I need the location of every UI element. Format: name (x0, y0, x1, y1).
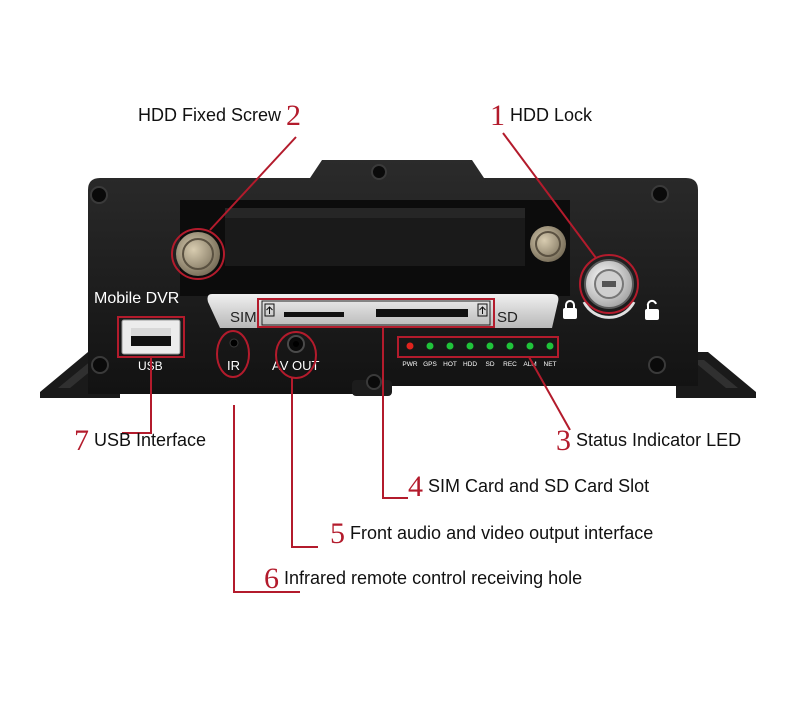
leader-3 (528, 356, 571, 431)
highlight-hdd-screw (171, 228, 225, 280)
led-label-alm: ALM (523, 361, 536, 368)
av-out-label: AV OUT (272, 358, 319, 373)
leader-2 (209, 136, 297, 231)
led-gps (426, 342, 434, 350)
callout-hdd-fixed-screw: HDD Fixed Screw 2 (138, 101, 301, 131)
hdd-fixed-screw-right (530, 226, 566, 262)
ir-hole (229, 338, 239, 348)
callout-status-led: 3 Status Indicator LED (556, 426, 741, 456)
callout-7-number: 7 (74, 424, 89, 457)
callout-usb-interface: 7 USB Interface (74, 426, 206, 456)
leader-lines (122, 132, 597, 593)
callout-6-number: 6 (264, 562, 279, 595)
hdd-fixed-screw-left (176, 232, 220, 276)
callout-ir-receiver: 6 Infrared remote control receiving hole (264, 564, 582, 594)
callout-5-number: 5 (330, 517, 345, 550)
led-pwr (406, 342, 414, 350)
led-label-pwr: PWR (402, 361, 417, 368)
sd-label: SD (497, 309, 518, 326)
hdd-bay (180, 200, 570, 296)
callout-4-text: SIM Card and SD Card Slot (428, 476, 650, 496)
ir-label: IR (227, 358, 240, 373)
card-panel (207, 294, 559, 328)
callout-5-text: Front audio and video output interface (350, 523, 654, 543)
hdd-lock (563, 259, 659, 320)
led-net (546, 342, 554, 350)
led-label-hdd: HDD (463, 361, 477, 368)
led-alm (526, 342, 534, 350)
led-hot (446, 342, 454, 350)
highlight-leds (397, 336, 559, 358)
leader-7 (122, 357, 152, 434)
status-led-group (406, 342, 554, 350)
highlight-card-slots (257, 298, 495, 328)
corner-screws (90, 164, 669, 390)
leader-5 (291, 377, 318, 548)
led-label-net: NET (544, 361, 557, 368)
callout-7-text: USB Interface (94, 430, 207, 450)
callout-4-number: 4 (408, 470, 423, 503)
sim-label: SIM (230, 309, 257, 326)
callout-card-slots: 4 SIM Card and SD Card Slot (408, 472, 649, 502)
model-label: Mobile DVR (94, 290, 179, 307)
highlight-ir (216, 330, 250, 378)
led-rec (506, 342, 514, 350)
usb-port (121, 319, 181, 355)
led-label-gps: GPS (423, 361, 437, 368)
av-out-jack (287, 335, 305, 353)
callout-3-text: Status Indicator LED (576, 430, 742, 450)
leader-6 (233, 405, 300, 593)
callout-hdd-lock: 1 HDD Lock (490, 101, 592, 131)
led-hdd (466, 342, 474, 350)
led-label-hot: HOT (443, 361, 457, 368)
leader-1 (502, 132, 597, 259)
callout-av-output: 5 Front audio and video output interface (330, 519, 653, 549)
leader-4 (382, 327, 408, 499)
callout-6-text: Infrared remote control receiving hole (284, 568, 583, 588)
callout-3-number: 3 (556, 424, 571, 457)
callout-1-text: HDD Lock (510, 105, 593, 125)
led-label-sd: SD (485, 361, 494, 368)
highlight-hdd-lock (579, 254, 639, 314)
callout-2-number: 2 (286, 99, 302, 132)
callout-2-text: HDD Fixed Screw (138, 105, 282, 125)
status-led-labels: PWR GPS HOT HDD SD REC ALM NET (402, 361, 556, 368)
led-sd (486, 342, 494, 350)
led-label-rec: REC (503, 361, 517, 368)
highlight-av-out (275, 331, 317, 379)
callout-1-number: 1 (490, 99, 505, 132)
